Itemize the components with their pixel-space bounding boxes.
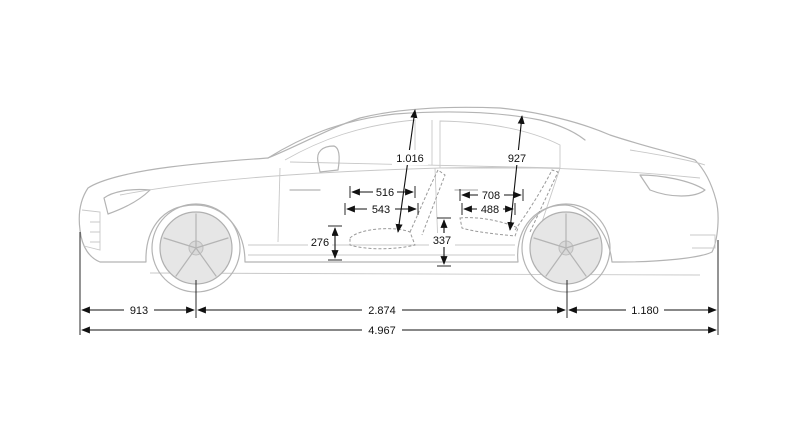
label-front-seat-depth: 516 — [376, 187, 394, 199]
dim-rear-seat-depth: 708 — [459, 188, 524, 202]
label-rear-seat-height: 337 — [433, 235, 451, 247]
label-front-headroom: 1.016 — [396, 153, 424, 165]
dim-rear-overhang: 1.180 — [568, 302, 717, 317]
dim-front-seat-depth: 516 — [349, 185, 416, 199]
dim-front-overhang: 913 — [81, 302, 195, 317]
dim-rear-headroom: 927 — [504, 115, 530, 231]
label-wheelbase: 2.874 — [368, 305, 396, 317]
label-rear-seat-depth: 708 — [482, 190, 500, 202]
label-front-legroom: 543 — [372, 204, 390, 216]
dim-rear-legroom: 488 — [461, 202, 516, 216]
rear-wheel — [521, 203, 611, 293]
dim-front-headroom: 1.016 — [392, 109, 428, 233]
dim-wheelbase: 2.874 — [197, 302, 566, 317]
dim-front-legroom: 543 — [344, 202, 419, 216]
label-rear-overhang: 1.180 — [631, 305, 659, 317]
interior-seats — [349, 169, 559, 250]
dim-overall-length: 4.967 — [81, 322, 717, 337]
label-front-seat-height: 276 — [311, 237, 329, 249]
front-wheel — [151, 203, 241, 293]
extension-lines — [79, 232, 719, 335]
label-rear-legroom: 488 — [481, 204, 499, 216]
dim-rear-seat-height: 337 — [429, 217, 455, 267]
label-overall-length: 4.967 — [368, 325, 396, 337]
label-rear-headroom: 927 — [508, 153, 526, 165]
dim-front-seat-height: 276 — [308, 225, 342, 261]
label-front-overhang: 913 — [130, 305, 148, 317]
